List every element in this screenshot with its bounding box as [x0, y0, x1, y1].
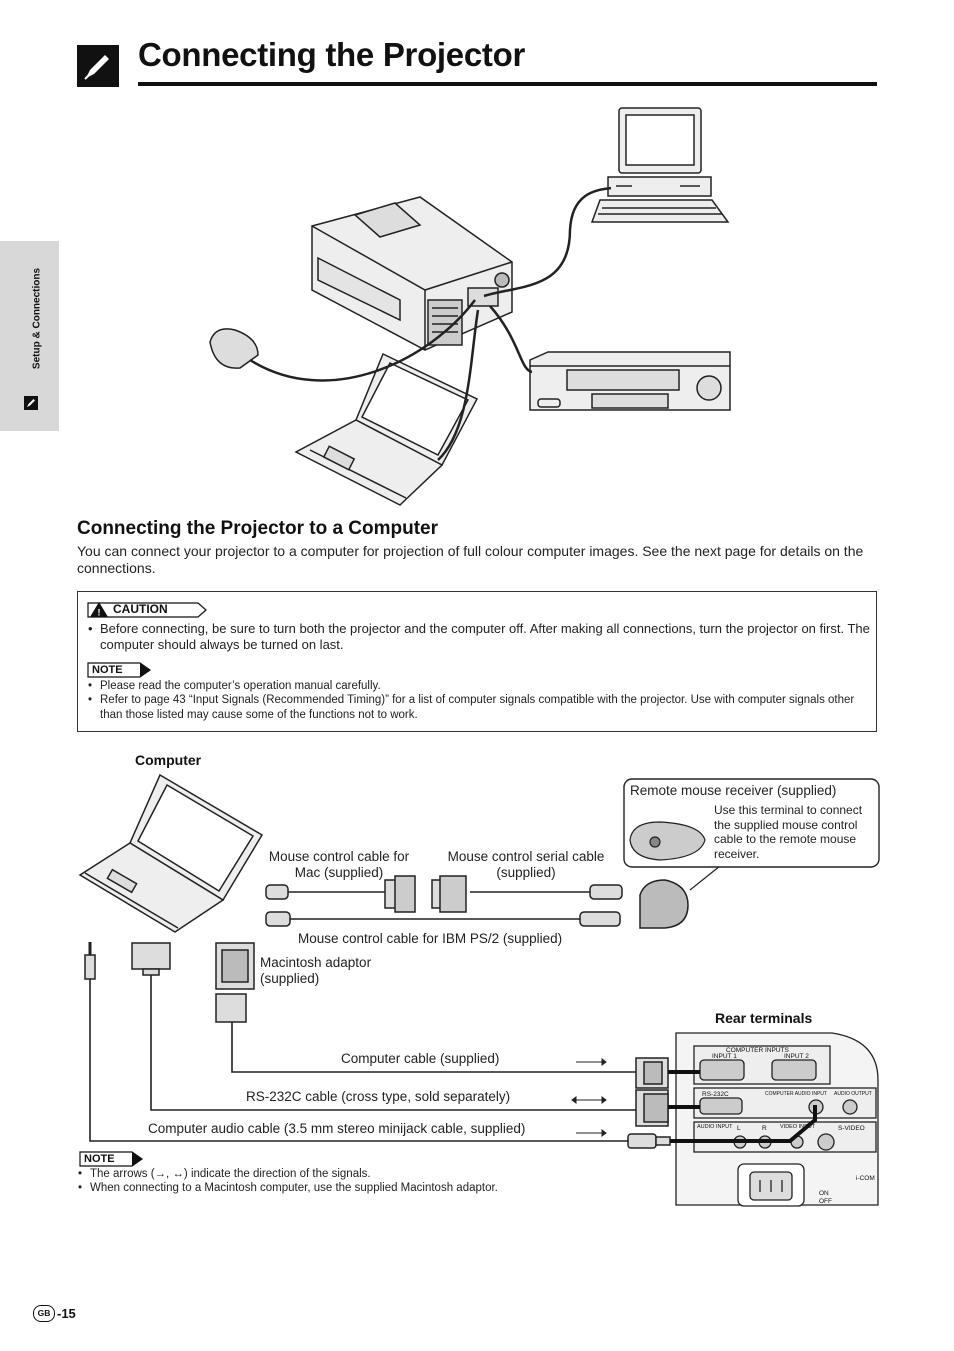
laptop-drawing: [294, 352, 479, 506]
serial-mouse-cable-label: Mouse control serial cable (supplied): [447, 849, 605, 880]
caution-note-box: [77, 591, 877, 732]
panel-rs232c: RS-232C: [702, 1091, 729, 1098]
diagram-cables: [89, 891, 636, 1142]
panel-computer-inputs: COMPUTER INPUTS: [726, 1047, 790, 1054]
signal-arrows: [571, 1058, 607, 1137]
caution-item: Before connecting, be sure to turn both …: [88, 621, 870, 653]
rs232-cable-label: RS-232C cable (cross type, sold separate…: [246, 1089, 511, 1104]
note2-item-1: The arrows (→, ↔) indicate the direction…: [78, 1167, 790, 1182]
panel-s-video: S-VIDEO: [838, 1125, 865, 1132]
caution-tag-shape: [87, 602, 207, 618]
panel-leads: [668, 1070, 817, 1143]
note-label-1: NOTE: [92, 664, 123, 676]
title-rule: [138, 82, 877, 86]
mouse-connectors: [265, 875, 623, 927]
panel-off: OFF: [819, 1198, 832, 1205]
panel-l: L: [737, 1125, 741, 1132]
panel-input1: INPUT 1: [712, 1053, 737, 1060]
note-label-2: NOTE: [84, 1153, 115, 1165]
computer-side-plugs: [84, 942, 255, 1023]
computer-label: Computer: [135, 752, 202, 768]
pen-icon: [77, 45, 119, 87]
diagram-laptop: [78, 773, 264, 933]
caution-label: CAUTION: [113, 602, 168, 616]
page-title: Connecting the Projector: [138, 36, 525, 73]
rear-terminals-label: Rear terminals: [715, 1010, 813, 1026]
page-badge: GB: [33, 1305, 55, 1322]
pen-icon-small: [24, 396, 38, 410]
warning-triangle-icon: [90, 602, 108, 617]
remote-receiver-title: Remote mouse receiver (supplied): [630, 783, 837, 798]
note2-item-2: When connecting to a Macintosh computer,…: [78, 1181, 790, 1196]
computer-cable-label: Computer cable (supplied): [341, 1051, 500, 1066]
mouse-receiver-drawing: [209, 328, 259, 369]
panel-on: ON: [819, 1190, 829, 1197]
vcr-drawing: [529, 351, 731, 411]
mouse-receiver-end: [639, 879, 689, 929]
panel-input2: INPUT 2: [784, 1053, 809, 1060]
projector-side-plugs: [627, 1057, 671, 1149]
page-number: -15: [57, 1306, 76, 1321]
note1-item-2: Refer to page 43 “Input Signals (Recomme…: [88, 693, 870, 723]
panel-icom: i-COM: [856, 1175, 875, 1182]
remote-receiver-icon: [629, 821, 706, 861]
audio-cable-label: Computer audio cable (3.5 mm stereo mini…: [148, 1121, 526, 1136]
panel-r: R: [762, 1125, 767, 1132]
mac-mouse-cable-label: Mouse control cable for Mac (supplied): [268, 849, 410, 880]
desktop-computer-drawing: [590, 107, 730, 223]
overview-cables: [249, 186, 612, 461]
remote-receiver-desc: Use this terminal to connect the supplie…: [714, 803, 863, 861]
svg-text:!: !: [98, 608, 101, 618]
panel-video-input: VIDEO INPUT: [780, 1124, 816, 1130]
ibm-mouse-cable-label: Mouse control cable for IBM PS/2 (suppli…: [298, 931, 563, 946]
note1-item-1: Please read the computer’s operation man…: [88, 679, 870, 694]
panel-audio-input: AUDIO INPUT: [697, 1124, 733, 1130]
section-heading: Connecting the Projector to a Computer: [77, 518, 439, 539]
mac-adaptor-label: Macintosh adaptor (supplied): [260, 955, 372, 986]
section-intro: You can connect your projector to a comp…: [77, 543, 864, 576]
panel-audio-output: AUDIO OUTPUT: [834, 1091, 872, 1097]
panel-labels: COMPUTER INPUTS INPUT 1 INPUT 2 RS-232C …: [697, 1047, 875, 1205]
projector-drawing: [311, 196, 513, 351]
panel-computer-audio-input: COMPUTER AUDIO INPUT: [765, 1091, 827, 1097]
